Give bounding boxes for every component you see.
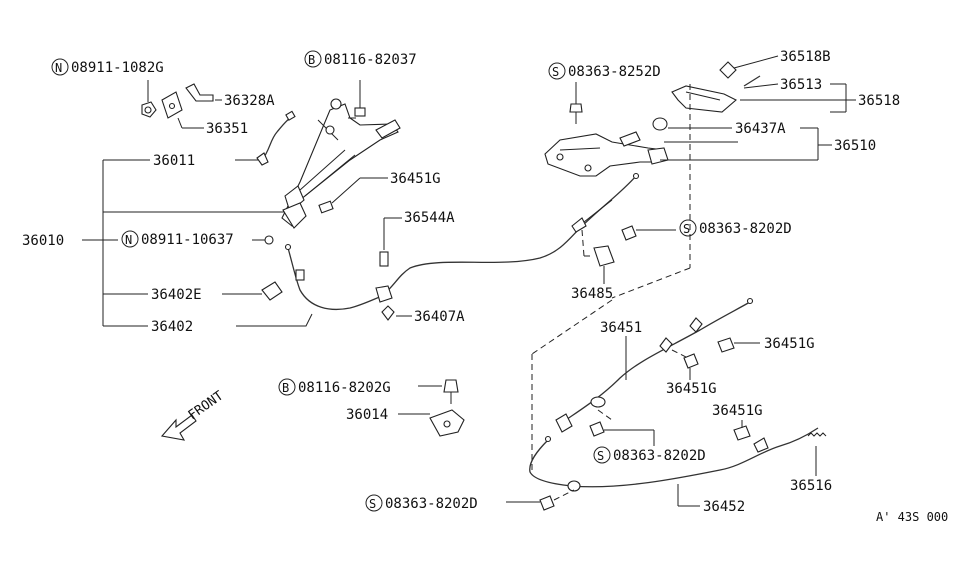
marker-s-2: S: [679, 219, 697, 237]
label-36516: 36516: [790, 478, 832, 494]
label-08363-8252D: 08363-8252D: [568, 64, 661, 80]
label-36510: 36510: [834, 138, 876, 154]
marker-b-1: B: [304, 50, 322, 68]
front-arrow: FRONT: [160, 388, 227, 441]
diagram-code: A' 43S 000: [876, 510, 948, 524]
front-label: FRONT: [186, 388, 227, 423]
label-36451G-d: 36451G: [712, 403, 763, 419]
cover-plate-36014: [398, 379, 465, 437]
label-36451: 36451: [600, 320, 642, 336]
group-36010-leader-lines: [82, 159, 313, 327]
rear-cables: [506, 297, 827, 511]
front-cable-36402: [284, 172, 640, 321]
label-36451G-c: 36451G: [666, 381, 717, 397]
label-36351: 36351: [206, 121, 248, 137]
svg-text:B: B: [308, 53, 315, 67]
equalizer-assembly: [544, 55, 856, 299]
hand-lever-assembly: [281, 98, 401, 229]
label-36011: 36011: [153, 153, 195, 169]
lever-small-parts: [141, 80, 388, 301]
marker-s-4: S: [365, 494, 383, 512]
label-36544A: 36544A: [404, 210, 455, 226]
label-08363-8202D-b: 08363-8202D: [613, 448, 706, 464]
label-36407A: 36407A: [414, 309, 465, 325]
svg-text:B: B: [282, 381, 289, 395]
label-36402: 36402: [151, 319, 193, 335]
label-08911-10637: 08911-10637: [141, 232, 234, 248]
marker-n-2: N: [121, 230, 139, 248]
label-36402E: 36402E: [151, 287, 202, 303]
label-36437A: 36437A: [735, 121, 786, 137]
label-36518B: 36518B: [780, 49, 831, 65]
label-36452: 36452: [703, 499, 745, 515]
label-36451G-a: 36451G: [390, 171, 441, 187]
label-08363-8202D-a: 08363-8202D: [699, 221, 792, 237]
label-08116-8202G: 08116-8202G: [298, 380, 391, 396]
label-36451G-b: 36451G: [764, 336, 815, 352]
svg-text:S: S: [597, 449, 604, 463]
marker-b-2: B: [278, 378, 296, 396]
label-08116-82037: 08116-82037: [324, 52, 417, 68]
label-36014: 36014: [346, 407, 388, 423]
label-36010: 36010: [22, 233, 64, 249]
label-36513: 36513: [780, 77, 822, 93]
svg-text:S: S: [552, 65, 559, 79]
label-36328A: 36328A: [224, 93, 275, 109]
svg-text:N: N: [55, 61, 62, 75]
marker-s-3: S: [593, 446, 611, 464]
label-08911-1082G: 08911-1082G: [71, 60, 164, 76]
label-08363-8202D-c: 08363-8202D: [385, 496, 478, 512]
marker-n-1: N: [51, 58, 69, 76]
svg-text:N: N: [125, 233, 132, 247]
svg-text:S: S: [683, 222, 690, 236]
label-36485: 36485: [571, 286, 613, 302]
label-36518: 36518: [858, 93, 900, 109]
svg-text:S: S: [369, 497, 376, 511]
marker-s-1: S: [548, 62, 566, 80]
